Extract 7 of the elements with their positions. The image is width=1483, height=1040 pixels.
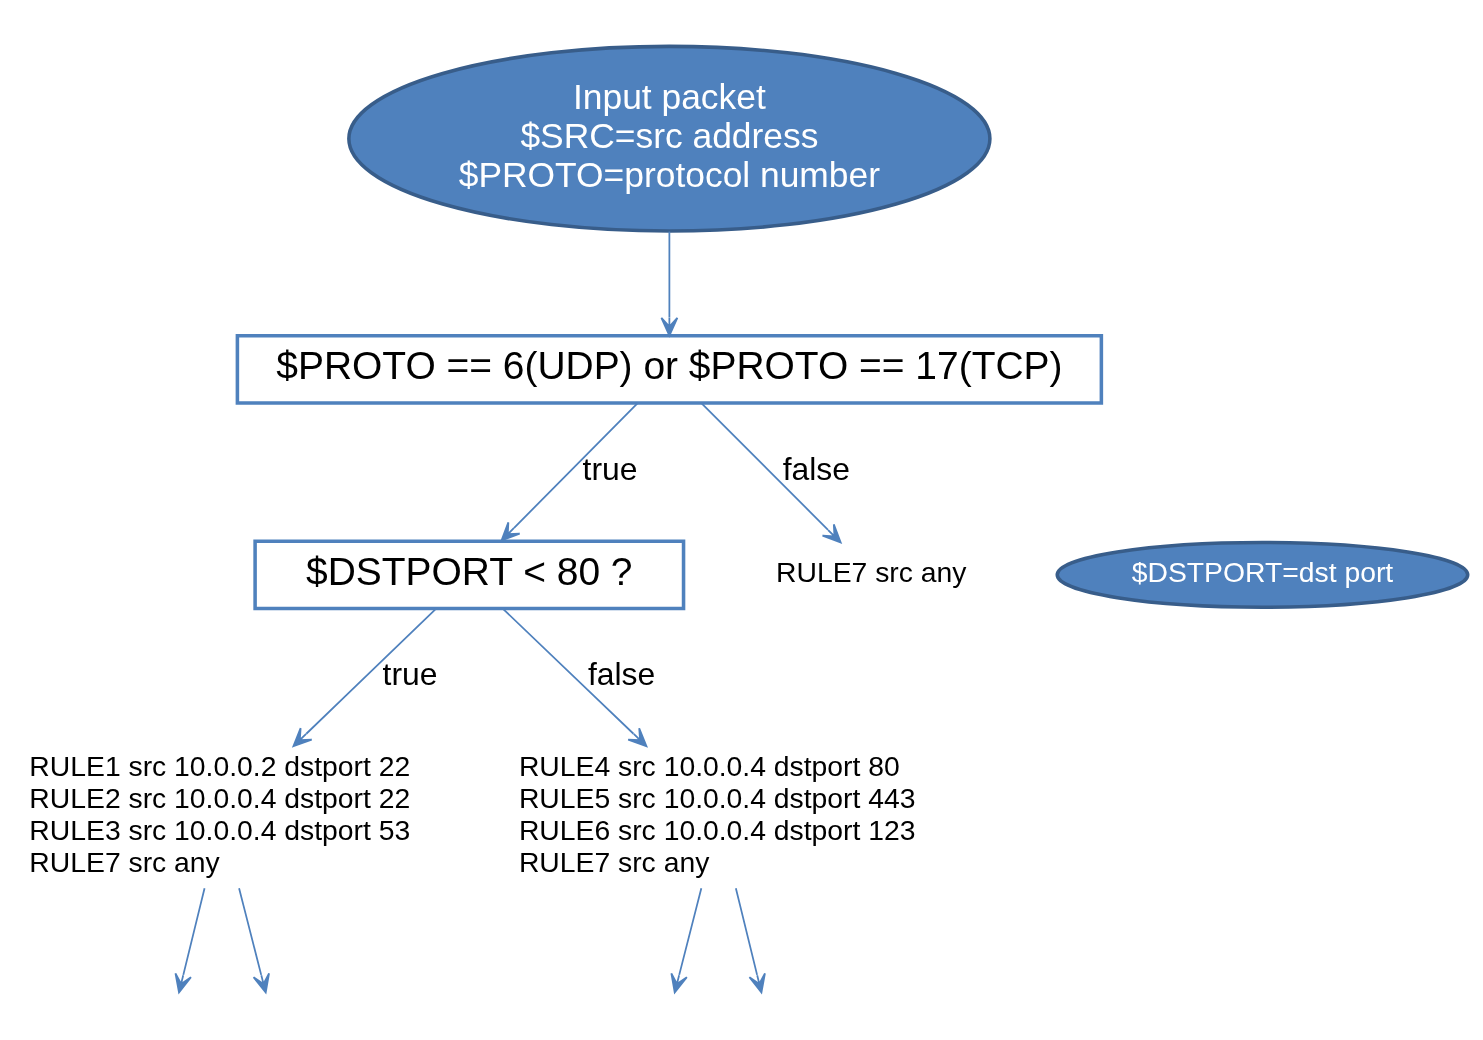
edge-label: false (587, 656, 656, 693)
node-text: RULE1 src 10.0.0.2 dstport 22 RULE2 src 10.0.0.4 dstport 22 RULE3 src 10.0.0.4 dstport 53 RULE7 src any (29, 750, 411, 878)
node-text: RULE4 src 10.0.0.4 dstport 80 RULE5 src 10.0.0.4 dstport 443 RULE6 src 10.0.0.4 dstport 123 RULE7 src any (518, 750, 916, 878)
edge-label: false (782, 450, 850, 487)
edge-label: true (582, 450, 638, 487)
node-text: RULE7 src any (776, 555, 967, 588)
edge-label: true (382, 656, 438, 693)
